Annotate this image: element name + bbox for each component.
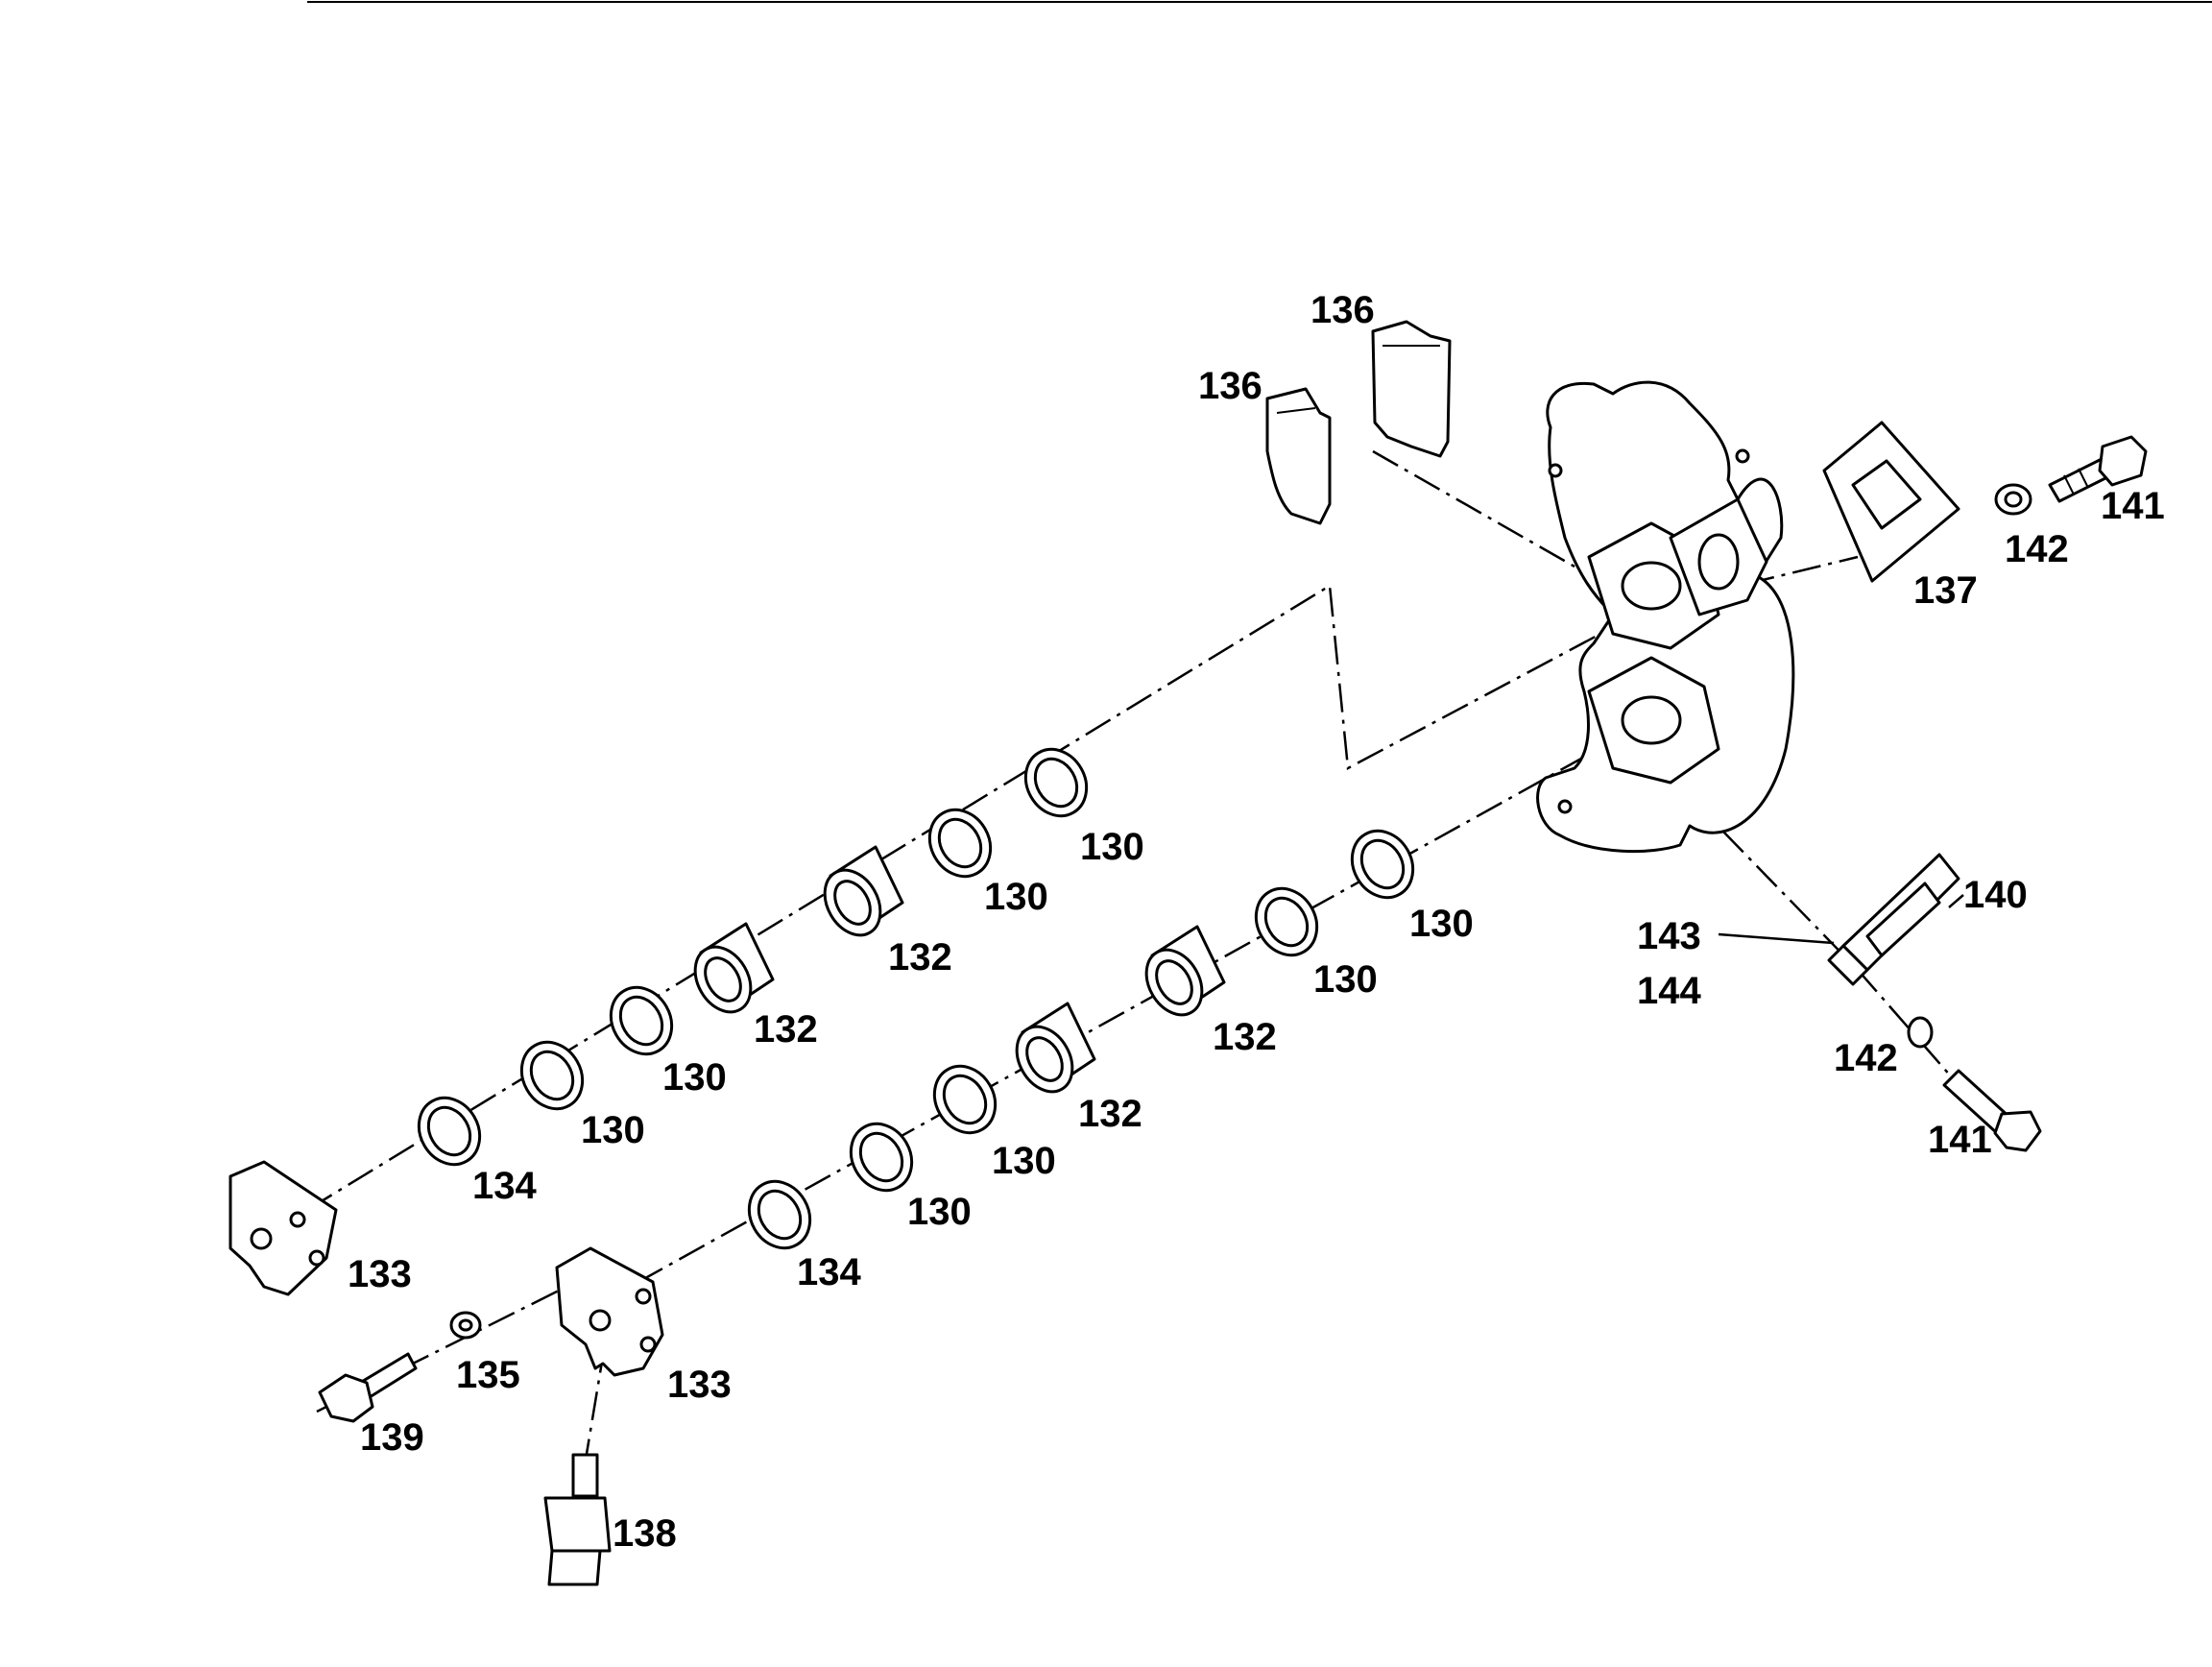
seal-ring-icon-2 [927, 808, 993, 879]
label-135: 135 [456, 1354, 520, 1396]
cover-plate-icon-right [1827, 853, 1964, 986]
seal-ring-icon-8 [932, 1064, 998, 1135]
piston-icon-3 [1144, 925, 1226, 1017]
label-132-c: 132 [1213, 1016, 1277, 1058]
label-144: 144 [1637, 970, 1701, 1012]
bolt-icon-3 [318, 1352, 418, 1423]
caliper-housing-icon [1536, 380, 1795, 854]
label-143: 143 [1637, 915, 1701, 957]
label-134-b: 134 [797, 1251, 861, 1293]
gasket-plate-icon [1822, 421, 1960, 583]
label-130-c: 130 [662, 1056, 727, 1099]
seal-ring-icon-1 [1023, 747, 1089, 818]
bolt-icon-2 [1942, 1069, 2042, 1152]
cover-plate-icon-2 [555, 1246, 664, 1377]
label-136-b: 136 [1198, 365, 1262, 407]
label-130-d: 130 [581, 1109, 645, 1151]
brake-pad-icon-1 [1265, 387, 1332, 525]
label-142-a: 142 [2005, 528, 2069, 570]
leader-143 [1718, 932, 1835, 945]
washer-icon-2 [1907, 1016, 1934, 1049]
label-137: 137 [1913, 569, 1978, 612]
seal-ring-icon-3 [609, 985, 674, 1056]
label-142-b: 142 [1834, 1037, 1898, 1079]
label-130-h: 130 [907, 1191, 972, 1233]
label-140: 140 [1963, 874, 2028, 916]
washer-icon-1 [1994, 483, 2032, 516]
label-134-a: 134 [472, 1165, 537, 1207]
seal-ring-icon-4 [519, 1040, 585, 1111]
label-133-a: 133 [348, 1253, 412, 1295]
seal-ring-icon-5 [417, 1096, 482, 1167]
washer-icon-3 [449, 1311, 482, 1340]
label-139: 139 [360, 1416, 424, 1459]
label-130-a: 130 [1080, 826, 1144, 868]
label-133-b: 133 [667, 1364, 732, 1406]
label-132-d: 132 [1078, 1093, 1142, 1135]
seal-ring-icon-10 [747, 1179, 812, 1250]
label-141-a: 141 [2101, 485, 2165, 527]
seal-ring-icon-9 [849, 1122, 914, 1193]
bleeder-valve-icon [543, 1453, 612, 1586]
seal-ring-icon-6 [1350, 829, 1415, 900]
label-132-a: 132 [888, 936, 952, 978]
piston-icon-2 [693, 922, 775, 1014]
piston-icon-4 [1015, 1002, 1096, 1094]
label-130-e: 130 [1409, 903, 1474, 945]
callout-labels: 136 136 141 142 137 130 130 132 132 130 … [348, 289, 2165, 1555]
label-130-f: 130 [1313, 958, 1378, 1001]
label-141-b: 141 [1928, 1119, 1992, 1161]
piston-icon-1 [823, 845, 904, 937]
seal-ring-icon-7 [1254, 886, 1319, 957]
bolt-icon-1 [2048, 435, 2148, 503]
label-138: 138 [613, 1512, 677, 1555]
label-130-b: 130 [984, 876, 1048, 918]
brake-pad-icon-2 [1371, 320, 1452, 458]
label-136-a: 136 [1310, 289, 1375, 331]
label-130-g: 130 [992, 1140, 1056, 1182]
label-132-b: 132 [754, 1008, 818, 1051]
cover-plate-icon-1 [228, 1160, 338, 1296]
